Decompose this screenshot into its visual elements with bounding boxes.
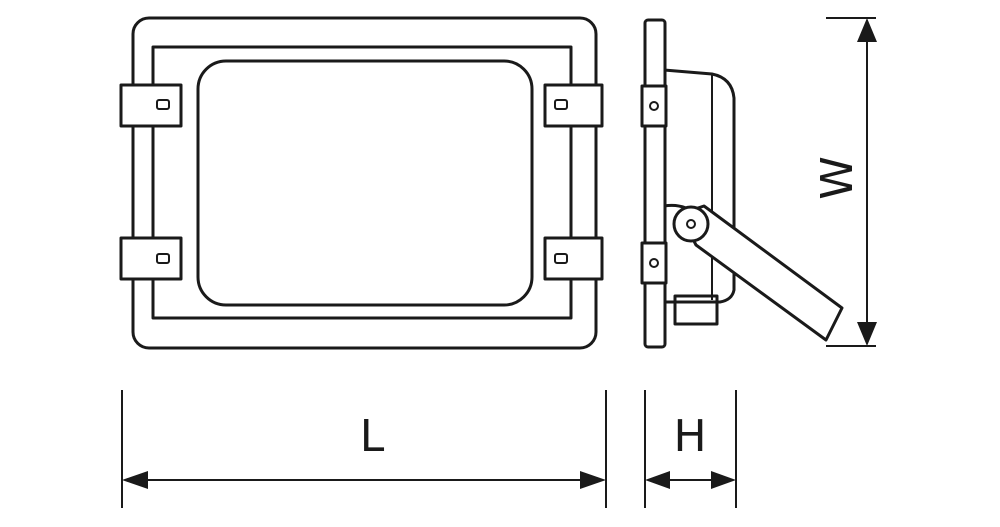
side-view <box>640 18 844 349</box>
length-arrow-right <box>580 471 606 489</box>
mounting-clip-top-right <box>543 83 604 128</box>
front-outer-frame <box>131 16 598 350</box>
mounting-clip-bottom-right <box>543 236 604 281</box>
width-arrow-top <box>857 18 877 42</box>
length-label: L <box>360 411 385 462</box>
mounting-clip-top-left <box>119 83 183 128</box>
side-front-plate <box>643 18 667 349</box>
dimension-width: W <box>812 17 877 347</box>
height-arrow-left <box>645 471 670 489</box>
length-arrow-left <box>122 471 148 489</box>
front-view <box>119 16 604 350</box>
side-clip-bottom <box>640 241 668 285</box>
side-housing <box>663 68 736 304</box>
side-clip-top <box>640 84 668 128</box>
width-arrow-bottom <box>857 322 877 346</box>
height-label: H <box>673 411 706 462</box>
mounting-clip-bottom-left <box>119 236 183 281</box>
dimension-height: H <box>644 390 737 508</box>
mounting-bracket <box>663 203 844 342</box>
front-lens <box>196 59 534 307</box>
dimension-length: L <box>121 390 607 508</box>
side-cable-gland <box>673 294 719 326</box>
front-inner-frame <box>151 45 573 320</box>
width-label: W <box>812 156 863 200</box>
height-arrow-right <box>711 471 736 489</box>
